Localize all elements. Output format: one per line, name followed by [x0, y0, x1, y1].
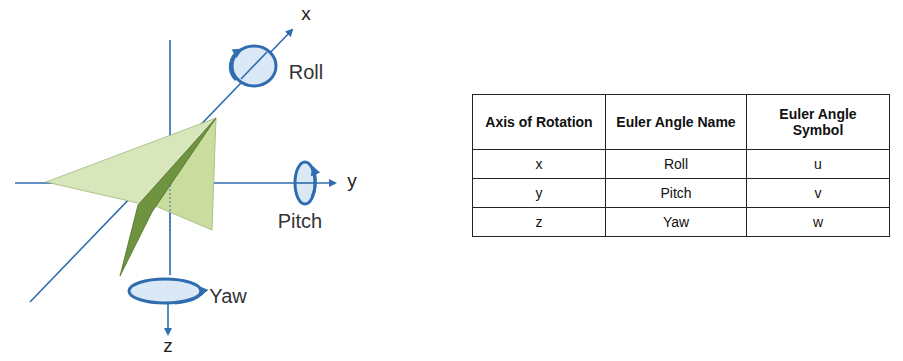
table-header: Axis of Rotation: [473, 95, 606, 150]
cell-text: y: [536, 185, 543, 201]
rotation-label: Pitch: [278, 210, 322, 232]
axis-label: x: [301, 4, 311, 25]
table-cell: v: [747, 179, 890, 208]
rotation-label: Roll: [289, 61, 323, 83]
cell-text: u: [814, 156, 822, 172]
hidden-axis: [170, 185, 171, 230]
x-axis-through: [241, 52, 267, 79]
header-text: Euler Angle Symbol: [779, 106, 856, 138]
pitch-circle: [295, 162, 315, 204]
table-row: z Yaw w: [473, 208, 890, 237]
table-row: Axis of Rotation Euler Angle Name Euler An…: [473, 95, 890, 150]
euler-table: Axis of Rotation Euler Angle Name Euler An…: [472, 94, 890, 237]
table-cell: Pitch: [606, 179, 747, 208]
axis-label: y: [347, 171, 357, 192]
cell-text: Roll: [664, 156, 688, 172]
roll-arrow: [230, 50, 240, 80]
yaw-circle: [129, 279, 201, 303]
table-header: Euler Angle Name: [606, 95, 747, 150]
table-cell: x: [473, 150, 606, 179]
x-axis: [30, 30, 292, 302]
header-text: Euler Angle Name: [616, 114, 735, 130]
table-row: y Pitch v: [473, 179, 890, 208]
rotation-label: Yaw: [209, 285, 246, 307]
table-cell: Roll: [606, 150, 747, 179]
cell-text: z: [536, 214, 543, 230]
cell-text: Yaw: [663, 214, 689, 230]
cell-text: Pitch: [660, 185, 691, 201]
cell-text: w: [813, 214, 823, 230]
plane-wing: [146, 118, 216, 230]
pitch-arrow: [312, 168, 315, 197]
plane-body: [120, 118, 216, 276]
table-row: x Roll u: [473, 150, 890, 179]
cell-text: x: [536, 156, 543, 172]
yaw-arrow: [175, 288, 201, 303]
table-cell: Yaw: [606, 208, 747, 237]
header-text: Axis of Rotation: [485, 114, 592, 130]
table-cell: w: [747, 208, 890, 237]
cell-text: v: [815, 185, 822, 201]
table-cell: z: [473, 208, 606, 237]
table-cell: u: [747, 150, 890, 179]
y-axis-through: [294, 182, 316, 184]
table-header: Euler Angle Symbol: [747, 95, 890, 150]
table-cell: y: [473, 179, 606, 208]
axis-label: z: [163, 336, 173, 357]
